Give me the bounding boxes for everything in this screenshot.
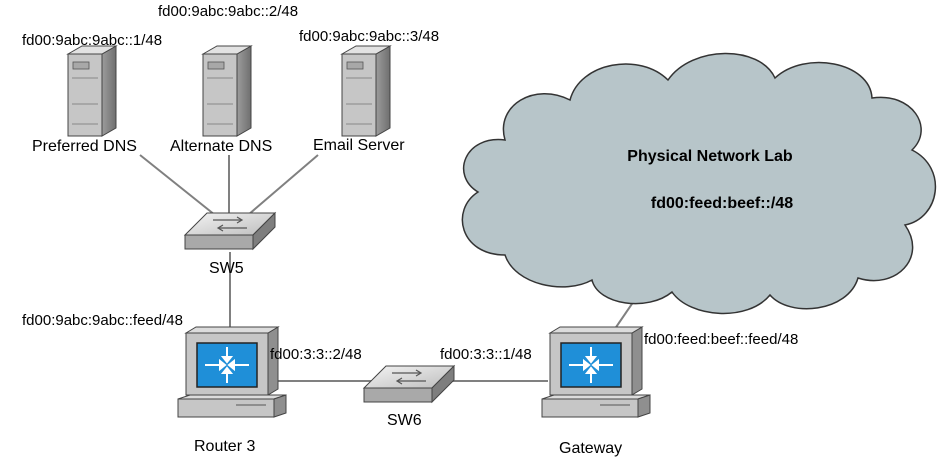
router3-wan-ip-label: fd00:3:3::2/48 xyxy=(270,346,362,363)
cloud-subnet: fd00:feed:beef::/48 xyxy=(651,195,793,212)
mail-ip-label: fd00:9abc:9abc::3/48 xyxy=(299,28,439,45)
sw5-label: SW5 xyxy=(209,260,244,277)
gateway-lan-ip-label: fd00:3:3::1/48 xyxy=(440,346,532,363)
dns2-name-label: Alternate DNS xyxy=(170,138,272,155)
gateway-lab-ip-label: fd00:feed:beef::feed/48 xyxy=(644,331,798,348)
gateway-name-label: Gateway xyxy=(559,440,622,457)
lab-cloud: Physical Network Lab fd00:feed:beef::/48 xyxy=(461,52,937,315)
cloud-shape xyxy=(461,52,937,315)
dns1-ip-label: fd00:9abc:9abc::1/48 xyxy=(22,32,162,49)
link-dns1-sw5 xyxy=(139,154,216,216)
switch-sw5 xyxy=(183,211,277,251)
sw6-label: SW6 xyxy=(387,412,422,429)
router3-name-label: Router 3 xyxy=(194,438,255,455)
link-mail-sw5 xyxy=(247,154,319,216)
labels: fd00:9abc:9abc::2/48 fd00:9abc:9abc::1/4… xyxy=(22,3,798,457)
gateway xyxy=(541,326,651,418)
switch-sw6 xyxy=(362,364,456,404)
router-3 xyxy=(177,326,287,418)
mail-name-label: Email Server xyxy=(313,137,405,154)
server-email xyxy=(340,45,392,137)
server-alternate-dns xyxy=(201,45,253,137)
cloud-title: Physical Network Lab xyxy=(627,148,793,165)
server-preferred-dns xyxy=(66,45,118,137)
dns2-ip-label: fd00:9abc:9abc::2/48 xyxy=(158,3,298,20)
links xyxy=(139,154,637,382)
router3-lan-ip-label: fd00:9abc:9abc::feed/48 xyxy=(22,312,183,329)
dns1-name-label: Preferred DNS xyxy=(32,138,137,155)
